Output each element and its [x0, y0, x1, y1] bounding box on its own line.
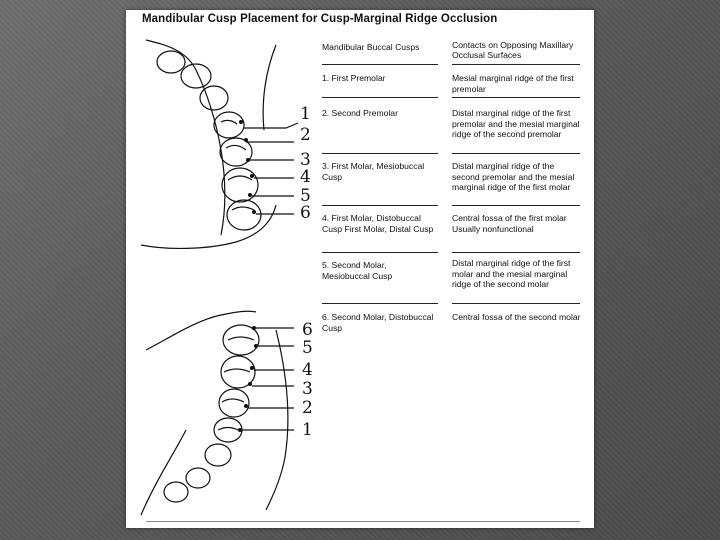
upper-label-4: 4	[300, 167, 311, 187]
upper-label-2: 2	[300, 125, 311, 145]
table-row-4-cusp: 4. First Molar, Distobuccal Cusp First M…	[322, 213, 434, 234]
table-row-5-cusp: 5. Second Molar, Mesiobuccal Cusp	[322, 260, 434, 281]
table-rule	[322, 64, 438, 65]
table-rule	[322, 303, 438, 304]
table-row-6-contact: Central fossa of the second molar	[452, 312, 582, 323]
table-rule	[452, 205, 580, 206]
dental-arch-illustration	[126, 10, 326, 528]
table-row-1-cusp: 1. First Premolar	[322, 73, 434, 84]
table-row-5-contact: Distal marginal ridge of the first molar…	[452, 258, 582, 290]
table-rule	[452, 97, 580, 98]
table-row-2-cusp: 2. Second Premolar	[322, 108, 434, 119]
table-header-left: Mandibular Buccal Cusps	[322, 42, 440, 52]
table-row-3-contact: Distal marginal ridge of the second prem…	[452, 161, 582, 193]
table-rule	[452, 153, 580, 154]
lower-label-1: 1	[302, 420, 313, 440]
table-rule	[322, 97, 438, 98]
table-rule	[322, 153, 438, 154]
table-row-4-contact: Central fossa of the first molar Usually…	[452, 213, 582, 234]
table-row-2-contact: Distal marginal ridge of the first premo…	[452, 108, 582, 140]
table-rule	[452, 252, 580, 253]
table-rule	[322, 205, 438, 206]
table-row-6-cusp: 6. Second Molar, Distobuccal Cusp	[322, 312, 434, 333]
lower-label-3: 3	[302, 379, 313, 399]
lower-label-5: 5	[302, 338, 313, 358]
table-header-right: Contacts on Opposing Maxillary Occlusal …	[452, 40, 582, 60]
table-rule	[452, 303, 580, 304]
table-rule	[322, 252, 438, 253]
page-bottom-rule	[146, 521, 580, 522]
lower-label-6: 6	[302, 320, 313, 340]
lower-label-4: 4	[302, 360, 313, 380]
upper-label-1: 1	[300, 104, 311, 124]
slide-page: Mandibular Cusp Placement for Cusp-Margi…	[126, 10, 594, 528]
upper-label-6: 6	[300, 203, 311, 223]
table-row-3-cusp: 3. First Molar, Mesiobuccal Cusp	[322, 161, 434, 182]
table-row-1-contact: Mesial marginal ridge of the first premo…	[452, 73, 582, 94]
table-rule	[452, 64, 580, 65]
lower-label-2: 2	[302, 398, 313, 418]
